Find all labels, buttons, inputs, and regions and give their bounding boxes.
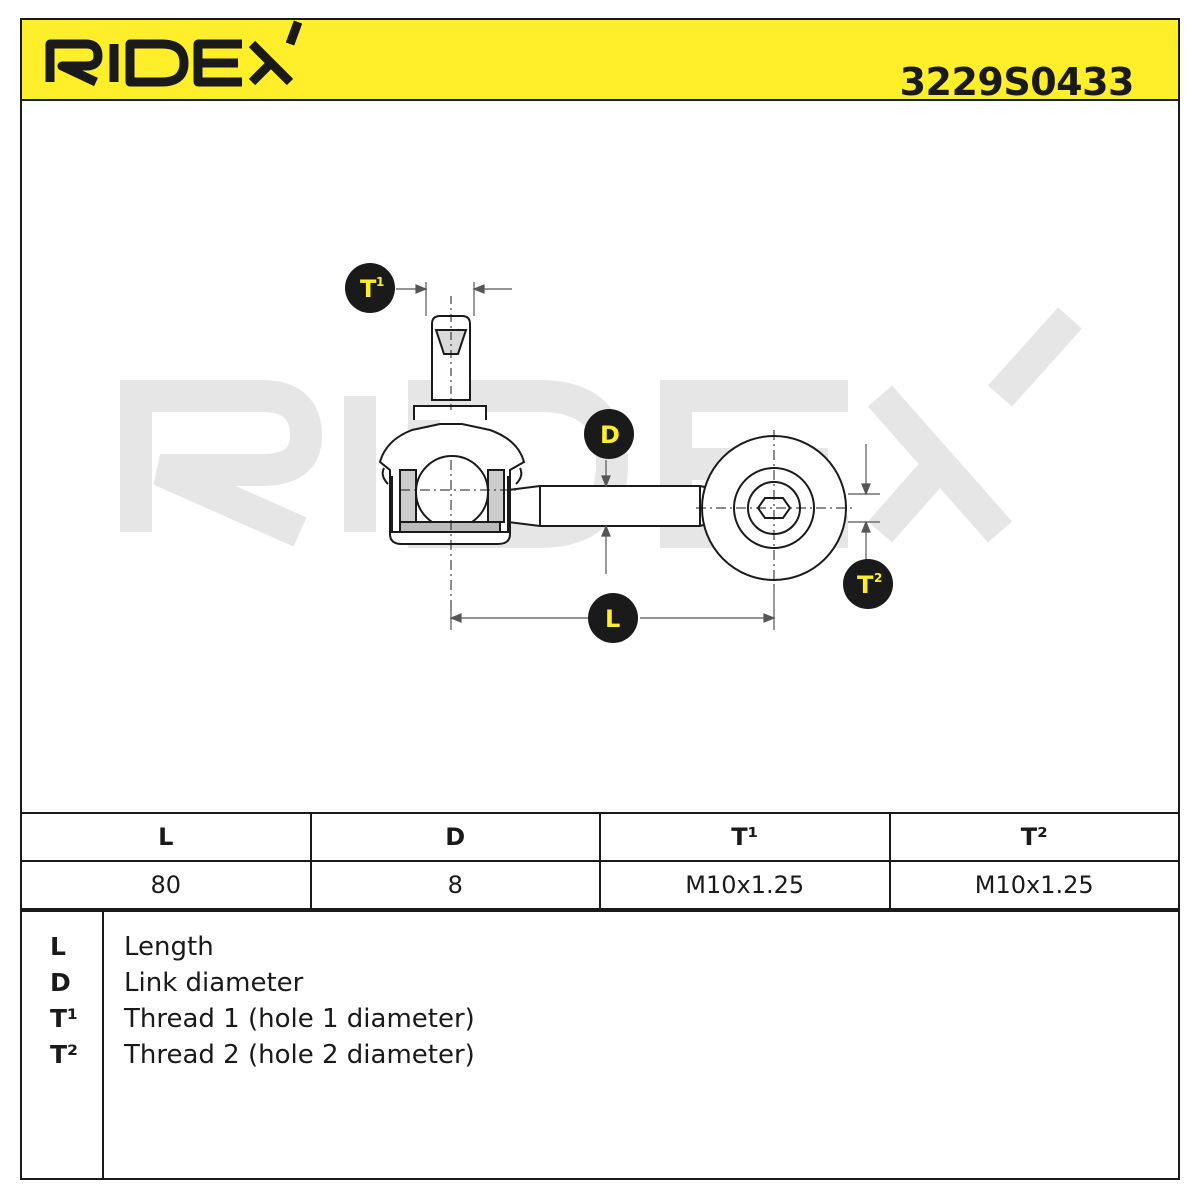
spec-header-t2: T² xyxy=(888,812,1180,862)
link-rod xyxy=(507,485,721,527)
legend-key: T¹ xyxy=(50,1004,79,1033)
legend-divider xyxy=(102,912,104,1178)
legend-key: L xyxy=(50,932,66,961)
part-number: 3229S0433 xyxy=(899,60,1135,104)
spec-value-t2: M10x1.25 xyxy=(888,860,1180,910)
spec-value-t1: M10x1.25 xyxy=(599,860,891,910)
callout-d: D xyxy=(584,409,634,459)
spec-table: L D T¹ T² 80 8 M10x1.25 M10x1.25 xyxy=(20,812,1180,910)
legend-item: D Link diameter xyxy=(22,968,1178,1004)
legend-item: T¹ Thread 1 (hole 1 diameter) xyxy=(22,1004,1178,1040)
spec-value-d: 8 xyxy=(309,860,601,910)
callout-t1: T 1 xyxy=(345,263,395,313)
svg-text:L: L xyxy=(605,605,620,633)
callout-l: L xyxy=(588,593,638,643)
spec-header-d: D xyxy=(309,812,601,862)
svg-text:D: D xyxy=(600,421,620,449)
spec-header-row: L D T¹ T² xyxy=(20,812,1180,862)
svg-text:2: 2 xyxy=(874,571,882,585)
ridex-logo xyxy=(45,20,302,87)
svg-text:T: T xyxy=(360,275,377,303)
eye-end xyxy=(696,430,856,586)
legend-desc: Link diameter xyxy=(124,968,304,998)
legend: L Length D Link diameter T¹ Thread 1 (ho… xyxy=(20,910,1180,1180)
legend-key: T² xyxy=(50,1040,79,1069)
legend-item: L Length xyxy=(22,932,1178,968)
legend-desc: Thread 1 (hole 1 diameter) xyxy=(124,1004,475,1034)
svg-text:T: T xyxy=(857,571,874,599)
spec-header-l: L xyxy=(20,812,312,862)
legend-key: D xyxy=(50,968,71,997)
callout-t2: T 2 xyxy=(843,559,893,609)
dimension-lines xyxy=(396,282,880,630)
legend-desc: Length xyxy=(124,932,214,962)
svg-text:1: 1 xyxy=(376,275,384,289)
stabilizer-link-drawing: T 1 D T 2 L xyxy=(120,263,1082,643)
spec-value-l: 80 xyxy=(20,860,312,910)
spec-value-row: 80 8 M10x1.25 M10x1.25 xyxy=(20,860,1180,910)
spec-header-t1: T¹ xyxy=(599,812,891,862)
legend-item: T² Thread 2 (hole 2 diameter) xyxy=(22,1040,1178,1076)
threaded-stud xyxy=(431,296,471,410)
ball-joint xyxy=(378,405,526,545)
legend-desc: Thread 2 (hole 2 diameter) xyxy=(124,1040,475,1070)
